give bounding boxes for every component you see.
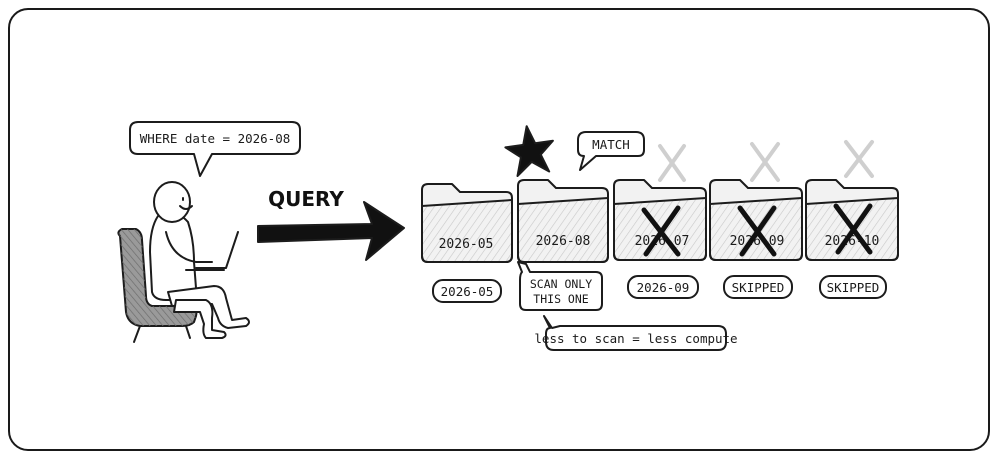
folder-tag: 2026-09 [627,275,699,299]
cross-x-icon [833,203,873,255]
svg-text:SKIPPED: SKIPPED [732,280,785,295]
svg-text:2026-09: 2026-09 [637,280,690,295]
folder-2026-10: 2026-10 [805,179,899,261]
folder-2026-09: 2026-09 [709,179,803,261]
svg-text:SKIPPED: SKIPPED [827,280,880,295]
folder-label: 2026-07 [635,234,690,249]
person-illustration [117,181,250,343]
query-speech-bubble: WHERE date = 2026-08 [129,121,301,177]
faded-x-icon [750,142,780,182]
folder-2026-07: 2026-07 [613,179,707,261]
scan-only-tag: SCAN ONLY THIS ONE [517,261,603,311]
skipped-tag: SKIPPED [819,275,887,299]
compute-note-text: less to scan = less compute [534,331,737,346]
svg-text:2026-05: 2026-05 [441,284,494,299]
match-bubble-text: MATCH [592,137,630,152]
svg-text:THIS ONE: THIS ONE [533,292,588,306]
star-icon [504,125,554,177]
query-arrow-label: QUERY [268,187,344,211]
folder-tag: 2026-05 [432,279,502,303]
cross-x-icon [641,205,681,257]
folder-2026-05: 2026-05 [421,183,513,263]
query-arrow: QUERY [257,187,405,261]
skipped-tag: SKIPPED [723,275,793,299]
cross-x-icon [737,205,777,257]
compute-note-bubble: less to scan = less compute [534,315,738,351]
match-speech-bubble: MATCH [577,131,645,171]
faded-x-icon [844,140,874,178]
query-bubble-text: WHERE date = 2026-08 [140,131,291,146]
faded-x-icon [658,144,686,182]
folder-label: 2026-08 [536,234,591,249]
folder-label: 2026-05 [439,237,494,252]
folder-label: 2026-09 [730,234,785,249]
folder-2026-08: 2026-08 [517,179,609,263]
svg-text:SCAN ONLY: SCAN ONLY [530,277,592,291]
